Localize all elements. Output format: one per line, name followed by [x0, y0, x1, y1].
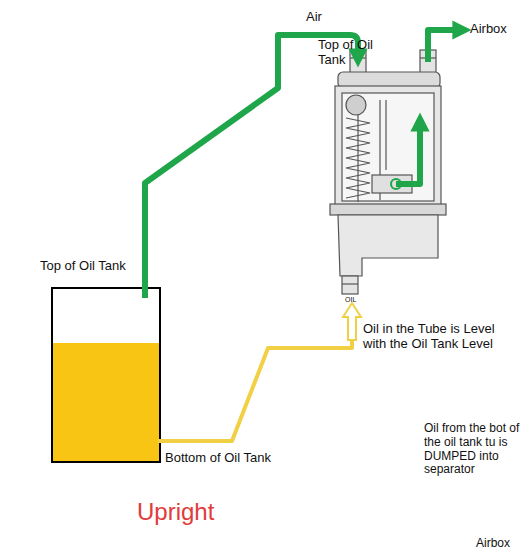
- oil-fill: [52, 343, 160, 462]
- oil-line: [158, 318, 352, 441]
- port-mark: OIL: [345, 296, 356, 304]
- port-label: Top of Oil Tank: [318, 38, 376, 68]
- oil-tank: [52, 288, 160, 462]
- oil-separator: [330, 50, 446, 294]
- note-text: Oil from the bot of the oil tank tu is D…: [424, 422, 520, 477]
- airbox-label: Airbox: [476, 537, 510, 551]
- spring: [346, 114, 370, 202]
- note-text: Oil in the Tube is Level with the Oil Ta…: [363, 322, 515, 352]
- air-line: [145, 30, 462, 298]
- orientation-title: Upright: [137, 498, 214, 526]
- oil-arrow: [343, 303, 361, 340]
- tank-label: Bottom of Oil Tank: [165, 451, 271, 466]
- airbox-label: Airbox: [470, 22, 507, 37]
- air-label: Air: [306, 10, 322, 25]
- tank-label: Top of Oil Tank: [40, 259, 126, 274]
